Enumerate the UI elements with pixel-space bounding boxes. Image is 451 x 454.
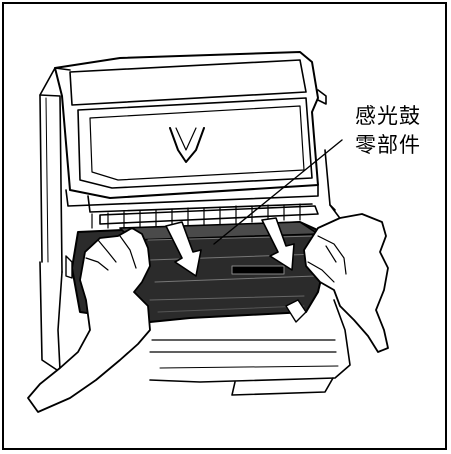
right-hand bbox=[303, 213, 389, 353]
down-arrow-icon bbox=[165, 217, 295, 277]
inner-rollers bbox=[91, 203, 301, 229]
drum-unit-label: 感光鼓 零部件 bbox=[340, 102, 436, 160]
drum-unit-label-line1: 感光鼓 bbox=[355, 104, 421, 128]
callout-leader-line bbox=[213, 139, 343, 245]
drum-latch bbox=[65, 255, 307, 323]
open-top-cover bbox=[54, 51, 327, 225]
left-hand bbox=[27, 227, 151, 413]
drum-unit-label-line2: 零部件 bbox=[355, 133, 421, 157]
